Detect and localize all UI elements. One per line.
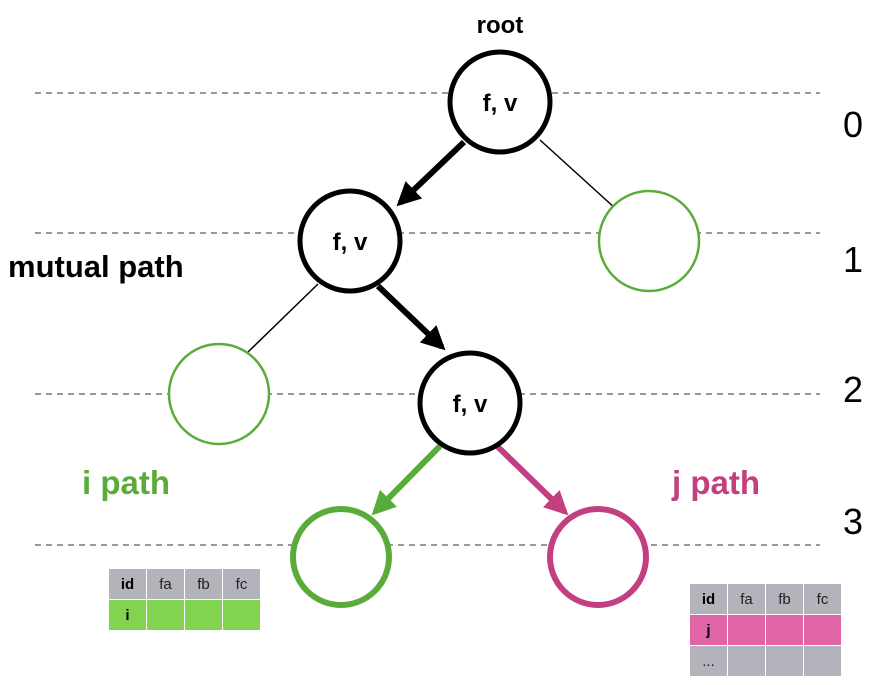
table-j-header-fa: fa bbox=[727, 583, 766, 615]
j-path-label: j path bbox=[671, 464, 760, 501]
arrow-l1-to-l2 bbox=[375, 283, 446, 351]
node-i bbox=[290, 506, 392, 608]
table-i-cell-fb bbox=[184, 599, 223, 631]
node-l1-right bbox=[597, 189, 701, 293]
table-j-cell-ellipsis: ... bbox=[689, 645, 728, 677]
table-j-row: j bbox=[689, 614, 842, 646]
table-i-header-row: id fa fb fc bbox=[108, 568, 261, 600]
level-number-1: 1 bbox=[843, 239, 863, 280]
node-l2-right-label: f, v bbox=[453, 391, 488, 418]
table-i-cell-fa bbox=[146, 599, 185, 631]
table-i: id fa fb fc i bbox=[108, 568, 261, 631]
table-i-cell-fc bbox=[222, 599, 261, 631]
node-j bbox=[547, 506, 649, 608]
node-l1-left bbox=[297, 188, 403, 294]
table-j-header-row: id fa fb fc bbox=[689, 583, 842, 615]
table-j-header-id: id bbox=[689, 583, 728, 615]
table-j-cell-more-fc bbox=[803, 645, 842, 677]
node-l2-right bbox=[417, 350, 523, 456]
table-j-cell-id: j bbox=[689, 614, 728, 646]
edge-root-right bbox=[539, 139, 617, 210]
arrow-j-path bbox=[494, 443, 569, 516]
table-j-header-fb: fb bbox=[765, 583, 804, 615]
table-i-header-fa: fa bbox=[146, 568, 185, 600]
table-j-row-more: ... bbox=[689, 645, 842, 677]
table-i-cell-id: i bbox=[108, 599, 147, 631]
table-j-cell-more-fa bbox=[727, 645, 766, 677]
node-root-label: f, v bbox=[483, 90, 518, 117]
i-path-label: i path bbox=[82, 464, 170, 501]
mutual-path-label: mutual path bbox=[8, 249, 184, 284]
table-j-header-fc: fc bbox=[803, 583, 842, 615]
level-number-2: 2 bbox=[843, 369, 863, 410]
level-number-0: 0 bbox=[843, 104, 863, 145]
table-j-cell-fc bbox=[803, 614, 842, 646]
edge-l1-left bbox=[247, 283, 319, 353]
table-j-cell-fa bbox=[727, 614, 766, 646]
table-i-header-id: id bbox=[108, 568, 147, 600]
arrow-root-to-l1 bbox=[396, 139, 467, 207]
node-l2-left bbox=[167, 342, 271, 446]
arrow-i-path bbox=[371, 443, 443, 516]
table-i-header-fb: fb bbox=[184, 568, 223, 600]
table-j-cell-more-fb bbox=[765, 645, 804, 677]
level-number-3: 3 bbox=[843, 501, 863, 542]
node-l1-left-label: f, v bbox=[333, 229, 368, 256]
table-i-row: i bbox=[108, 599, 261, 631]
root-label: root bbox=[477, 12, 524, 39]
table-i-header-fc: fc bbox=[222, 568, 261, 600]
node-root bbox=[447, 49, 553, 155]
table-j: id fa fb fc j ... bbox=[689, 583, 842, 677]
table-j-cell-fb bbox=[765, 614, 804, 646]
